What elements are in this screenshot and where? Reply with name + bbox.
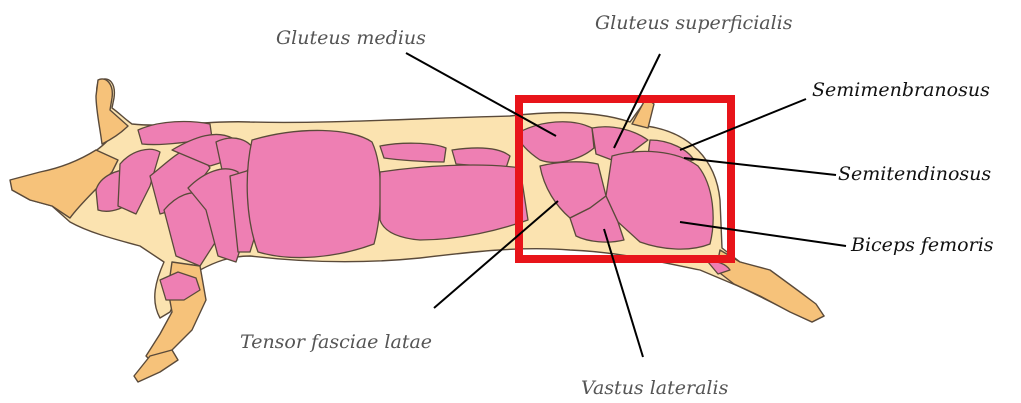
pig-front-foot: [134, 350, 178, 382]
back-strip-1: [380, 143, 446, 162]
label-gluteus-superficialis: Gluteus superficialis: [595, 12, 793, 34]
leader-semimembranosus: [680, 99, 806, 150]
label-semimembranosus: Semimenbranosus: [812, 79, 990, 101]
label-semitendinosus: Semitendinosus: [838, 163, 991, 185]
label-vastus-lateralis: Vastus lateralis: [581, 377, 729, 399]
label-tensor-fasciae-latae: Tensor fasciae latae: [240, 331, 432, 353]
label-gluteus-medius: Gluteus medius: [276, 27, 426, 49]
label-biceps-femoris: Biceps femoris: [850, 234, 994, 256]
loin-muscle: [247, 130, 380, 257]
